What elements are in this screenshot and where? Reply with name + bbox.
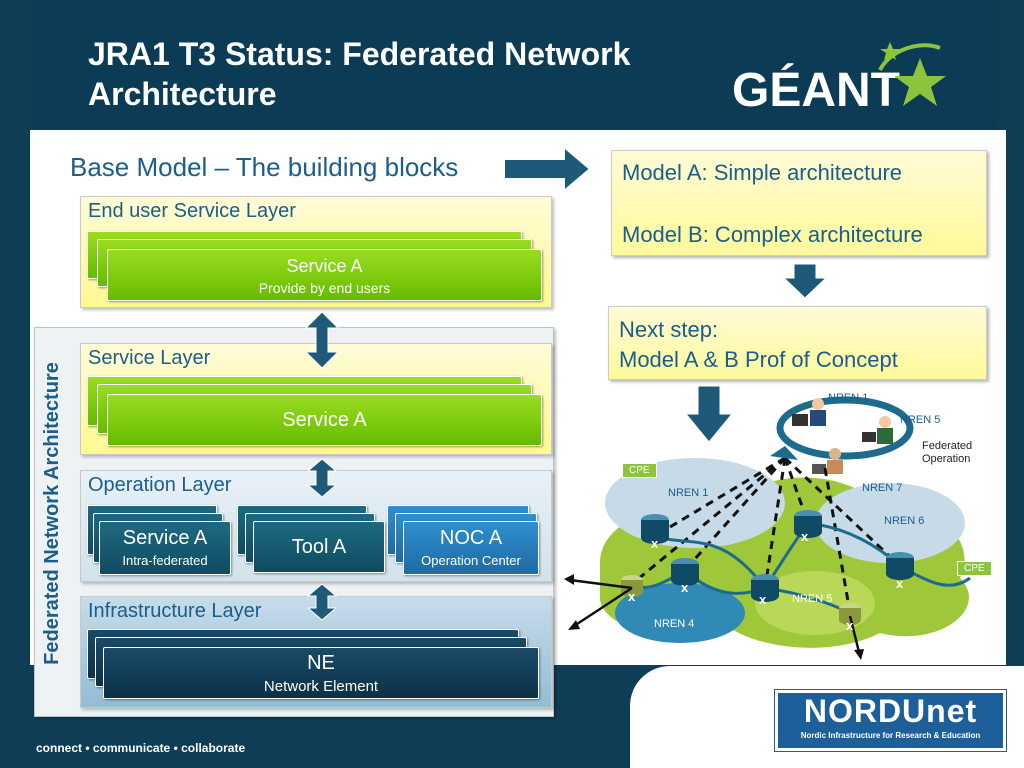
card-title: NOC A [439, 527, 503, 549]
next-step-callout: Next step: Model A & B Prof of Concept [608, 306, 987, 380]
federated-architecture-label: Federated Network Architecture [40, 342, 64, 687]
infrastructure-layer: Infrastructure Layer NE Network Element [80, 596, 552, 708]
footer-tagline: connect • communicate • collaborate [36, 741, 246, 755]
right-arrow-icon [503, 145, 592, 194]
geant-swoosh [878, 43, 941, 72]
noc-a-card[interactable]: NOC A Operation Center [403, 521, 539, 575]
vertical-label-text: Federated Network Architecture [41, 362, 63, 665]
geant-small-star-icon [880, 42, 900, 60]
card-subtitle: Provide by end users [258, 280, 391, 296]
nordunet-logo-text: NORDUnet [803, 693, 978, 729]
updown-arrow-icon [306, 583, 338, 621]
router-icon [641, 514, 669, 544]
down-arrow-icon [782, 263, 828, 299]
router-icon [794, 510, 822, 538]
card-title: Tool A [291, 536, 347, 558]
updown-arrow-icon [304, 311, 340, 369]
federated-ring [776, 396, 914, 460]
arrowhead-icon [564, 574, 574, 585]
node-x-label: x [651, 536, 659, 551]
next-step-text: Next step: [619, 317, 719, 342]
card-title: Service A [282, 409, 367, 431]
base-model-heading: Base Model – The building blocks [70, 152, 459, 182]
end-user-layer-title: End user Service Layer [88, 200, 296, 222]
models-callout: Model A: Simple architecture Model B: Co… [611, 150, 987, 256]
card-subtitle: Network Element [263, 678, 379, 695]
card-subtitle: Intra-federated [122, 553, 208, 568]
card-subtitle: Operation Center [421, 553, 521, 568]
operation-layer-title: Operation Layer [88, 474, 232, 496]
node-x-label: x [681, 580, 689, 595]
network-element-card[interactable]: NE Network Element [103, 647, 539, 699]
nren1-top-label: NREN 1 [828, 392, 869, 404]
nordunet-logo: NORDUnet Nordic Infrastructure for Resea… [775, 690, 1006, 751]
router-icon [751, 574, 779, 602]
operator-person-icon [792, 398, 826, 426]
service-card[interactable]: Service A [107, 394, 542, 446]
operation-label: Operation [922, 453, 971, 465]
node-x-label: x [896, 576, 904, 591]
card-title: Service A [286, 256, 363, 276]
node-x-label: x [628, 589, 636, 604]
geant-logo-text: GÉANT [732, 63, 900, 115]
arrowhead-icon [568, 620, 580, 630]
nren1-label: NREN 1 [668, 487, 709, 499]
model-b-text: Model B: Complex architecture [622, 222, 923, 247]
card-title: Service A [122, 527, 208, 549]
service-layer-title: Service Layer [88, 347, 211, 369]
page-title: JRA1 T3 Status: Federated Network Archit… [88, 36, 631, 112]
geant-star-icon [894, 58, 946, 106]
nren5-top-label: NREN 5 [900, 414, 941, 426]
nren6-label: NREN 6 [884, 515, 925, 527]
cpe-right-label: CPE [957, 561, 992, 576]
nren4-cloud [615, 583, 745, 643]
down-arrow-icon [684, 385, 734, 443]
arrowhead-icon [854, 649, 864, 660]
network-diagram: x x x x x x x NREN 1 NREN 5 Federated Op… [560, 388, 1004, 660]
end-user-service-card[interactable]: Service A Provide by end users [107, 249, 542, 301]
operator-person-icon [812, 448, 843, 474]
updown-arrow-icon [306, 458, 338, 498]
cpe-device-icon [621, 575, 643, 597]
geant-logo-graphic: GÉANT [732, 42, 946, 117]
header-banner [30, 0, 998, 130]
network-diagram-graphic: x x x x x x x [564, 396, 971, 660]
ring-arrow-icon [770, 446, 798, 460]
outward-arrows [569, 578, 862, 657]
operator-person-icon [862, 416, 893, 444]
cpe-left-label: CPE [622, 463, 657, 478]
service-a-card[interactable]: Service A Intra-federated [99, 521, 231, 575]
end-user-service-layer: End user Service Layer Service A Provide… [80, 196, 552, 308]
node-x-label: x [846, 618, 854, 633]
nren6-cloud [815, 483, 965, 563]
proof-of-concept-text: Model A & B Prof of Concept [619, 347, 898, 372]
nren5-label: NREN 5 [792, 593, 833, 605]
nren7-label: NREN 7 [862, 482, 903, 494]
model-a-text: Model A: Simple architecture [622, 160, 903, 185]
tool-a-card[interactable]: Tool A [253, 521, 385, 573]
cpe-device-icon [839, 603, 861, 625]
federated-label: Federated [922, 440, 973, 452]
nordunet-logo-subtitle: Nordic Infrastructure for Research & Edu… [800, 731, 981, 740]
infrastructure-layer-title: Infrastructure Layer [88, 600, 262, 622]
card-title: NE [307, 652, 335, 674]
node-x-label: x [759, 592, 767, 607]
router-icon [886, 552, 914, 580]
geant-logo: GÉANT [730, 30, 950, 117]
node-x-label: x [801, 529, 809, 544]
router-icon [671, 558, 699, 586]
nren4-label: NREN 4 [654, 618, 695, 630]
node-x-labels: x x x x x x x [628, 529, 904, 633]
